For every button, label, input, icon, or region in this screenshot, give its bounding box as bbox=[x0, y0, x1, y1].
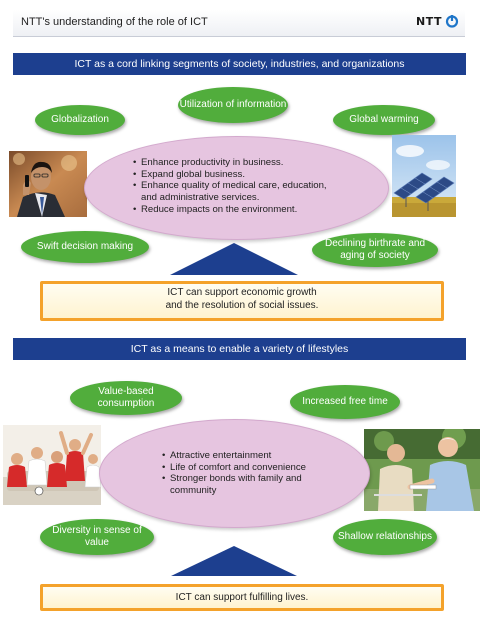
oval-declining-birthrate: Declining birthrate and aging of society bbox=[312, 233, 438, 267]
bullet-item: Life of comfort and convenience bbox=[162, 462, 322, 474]
bullet-item: Enhance quality of medical care, educati… bbox=[133, 180, 343, 203]
ntt-logo: NTT bbox=[416, 14, 459, 28]
upward-triangle-arrow bbox=[171, 546, 297, 576]
bullet-item: Enhance productivity in business. bbox=[133, 157, 343, 169]
section1-result-box: ICT can support economic growth and the … bbox=[40, 281, 444, 321]
sports-fans-photo bbox=[3, 425, 101, 505]
oval-swift-decision-making: Swift decision making bbox=[21, 231, 149, 263]
bullet-item: Expand global business. bbox=[133, 169, 343, 181]
oval-shallow-relationships: Shallow relationships bbox=[333, 519, 437, 555]
section2-banner: ICT as a means to enable a variety of li… bbox=[13, 338, 466, 360]
bullet-item: Attractive entertainment bbox=[162, 450, 322, 462]
section1-banner: ICT as a cord linking segments of societ… bbox=[13, 53, 466, 75]
section2-result-box: ICT can support fulfilling lives. bbox=[40, 584, 444, 611]
logo-text: NTT bbox=[416, 14, 442, 28]
page-title: NTT's understanding of the role of ICT bbox=[21, 16, 208, 28]
oval-value-based-consumption: Value-based consumption bbox=[70, 381, 182, 415]
section2-bullet-list: Attractive entertainment Life of comfort… bbox=[162, 450, 322, 497]
bullet-item: Stronger bonds with family and community bbox=[162, 473, 322, 496]
result-line: ICT can support fulfilling lives. bbox=[175, 592, 309, 603]
oval-utilization-of-information: Utilization of information bbox=[178, 87, 288, 123]
solar-panel-photo bbox=[392, 135, 456, 217]
seniors-photo bbox=[364, 429, 480, 511]
oval-diversity-in-sense-of-value: Diversity in sense of value bbox=[40, 519, 154, 555]
oval-globalization: Globalization bbox=[35, 105, 125, 135]
upward-triangle-arrow bbox=[170, 243, 298, 275]
oval-increased-free-time: Increased free time bbox=[290, 385, 400, 419]
ntt-logo-icon bbox=[445, 15, 459, 28]
result-line: ICT can support economic growth bbox=[167, 287, 317, 298]
page-header: NTT's understanding of the role of ICT N… bbox=[13, 10, 465, 37]
bullet-item: Reduce impacts on the environment. bbox=[133, 204, 343, 216]
section1-bullet-list: Enhance productivity in business. Expand… bbox=[133, 157, 343, 216]
businessman-photo bbox=[9, 151, 87, 217]
oval-global-warming: Global warming bbox=[333, 105, 435, 135]
result-line: and the resolution of social issues. bbox=[165, 299, 319, 311]
